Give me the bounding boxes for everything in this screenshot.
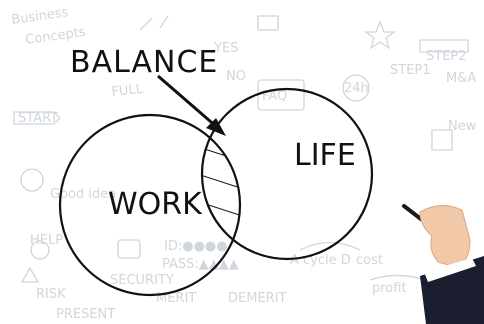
shirt-cuff-icon bbox=[424, 258, 476, 282]
sparkle-icon bbox=[139, 15, 169, 31]
doodle-text-5: 24h bbox=[344, 81, 369, 96]
step-box-icon bbox=[419, 39, 469, 53]
hand-holding-pen-icon bbox=[402, 204, 484, 324]
doodle-text-22: HELP bbox=[30, 233, 63, 248]
doodle-text-6: STEP2 bbox=[426, 49, 467, 64]
cycle-arrow-icon bbox=[299, 241, 361, 251]
doodle-text-23: FULL bbox=[111, 82, 145, 100]
doodle-text-9: New bbox=[448, 119, 477, 134]
puzzle-piece-icon bbox=[431, 129, 453, 151]
doodle-text-11: Good idea bbox=[50, 187, 116, 202]
balance-arrow-head-icon bbox=[206, 118, 226, 136]
heart-icon bbox=[30, 240, 50, 260]
doodle-text-15: RISK bbox=[36, 287, 66, 302]
star-icon bbox=[364, 20, 396, 50]
life-circle bbox=[200, 87, 374, 261]
padlock-icon bbox=[117, 239, 141, 259]
doodle-text-7: STEP1 bbox=[390, 63, 431, 78]
balance-label: BALANCE bbox=[70, 45, 218, 80]
mail-icon bbox=[257, 15, 279, 31]
life-label: LIFE bbox=[294, 138, 356, 173]
balance-arrow bbox=[157, 74, 219, 130]
work-label: WORK bbox=[108, 187, 203, 222]
start-arrow-icon bbox=[13, 111, 61, 125]
doodle-text-3: NO bbox=[226, 69, 246, 84]
doodle-text-10: START bbox=[18, 111, 58, 126]
doodle-text-16: MERIT bbox=[156, 291, 196, 306]
doodle-text-21: PRESENT bbox=[56, 307, 115, 322]
doodle-text-17: DEMERIT bbox=[228, 291, 287, 306]
clock-24h-icon bbox=[342, 74, 370, 102]
lightbulb-icon bbox=[20, 168, 44, 192]
doodle-text-12: ID:●●●● bbox=[164, 239, 228, 254]
work-circle bbox=[58, 113, 242, 297]
doodle-text-2: YES bbox=[213, 41, 238, 56]
doodle-text-14: SECURITY bbox=[110, 273, 174, 288]
doodle-text-20: profit bbox=[372, 281, 407, 296]
doodle-text-8: M&A bbox=[446, 71, 476, 86]
warning-icon bbox=[20, 266, 40, 283]
doodle-text-19: cost bbox=[356, 253, 383, 268]
doodle-text-4: FAQ bbox=[262, 89, 287, 104]
hand-icon bbox=[419, 205, 471, 269]
